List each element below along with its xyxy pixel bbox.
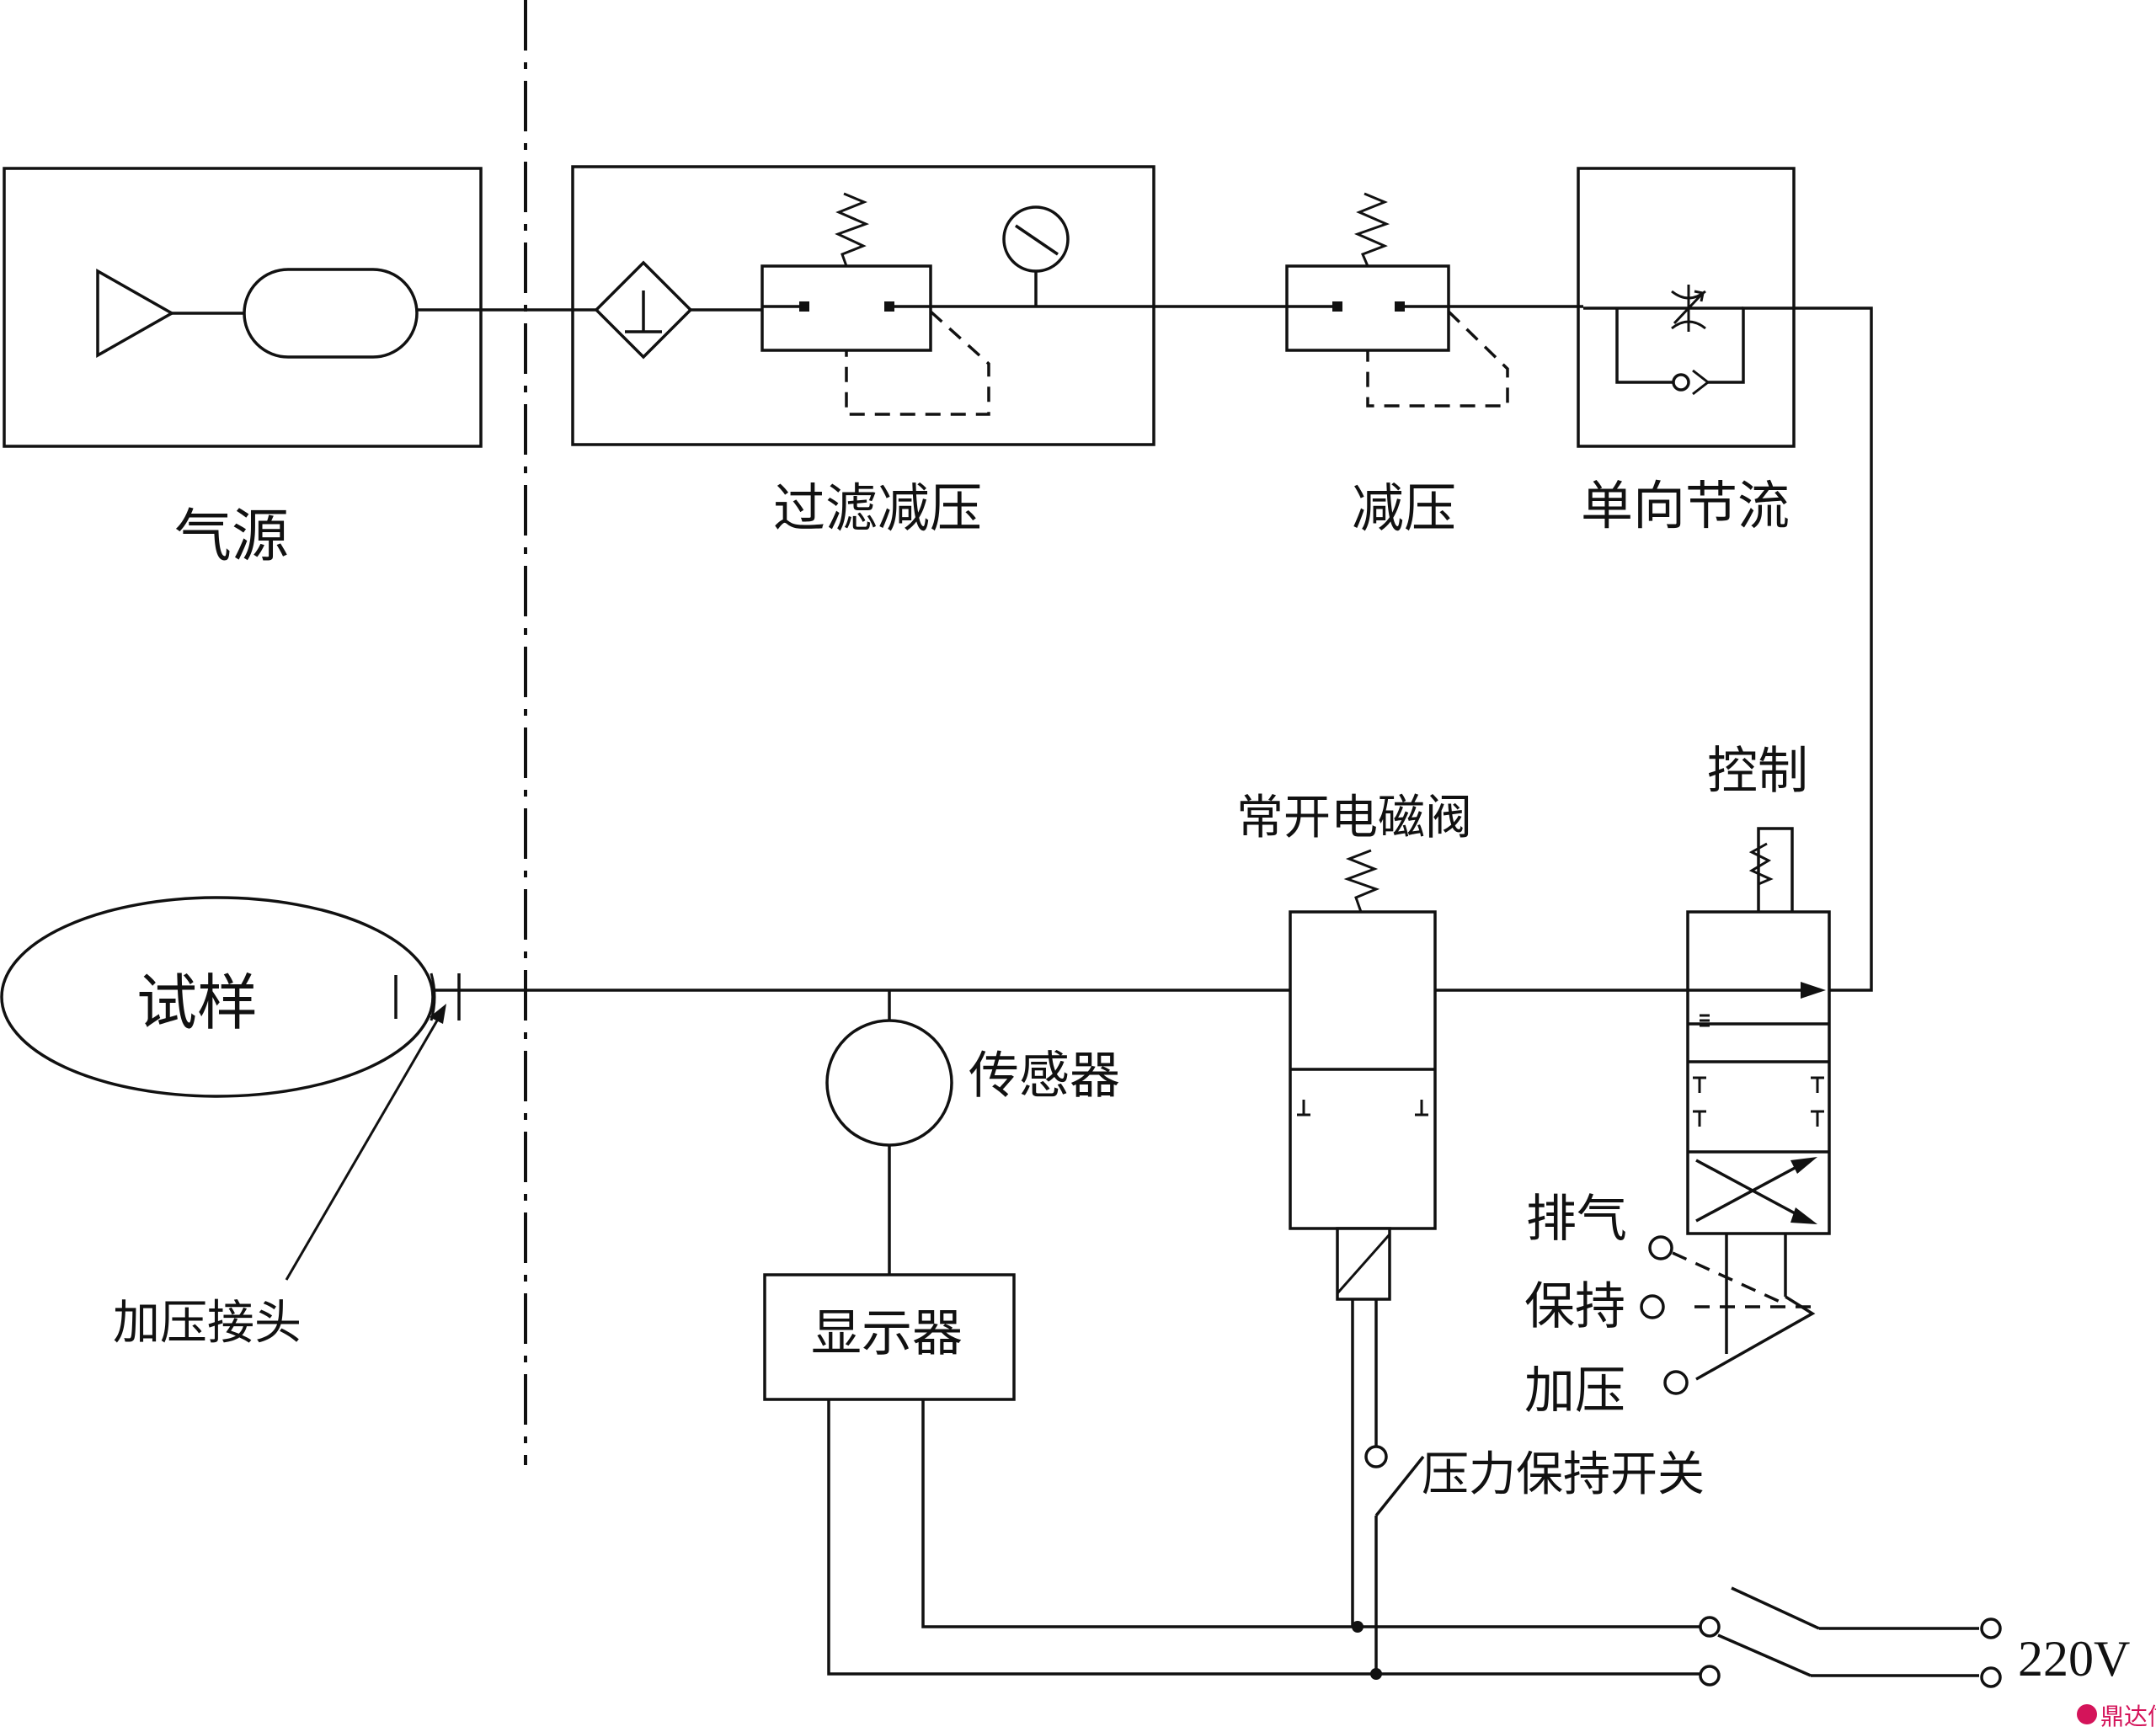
air-source-frame <box>3 167 483 448</box>
exhaust-terminal[interactable] <box>1648 1235 1673 1260</box>
check-valve-ball <box>1672 373 1690 392</box>
control-valve-body <box>1686 910 1831 1235</box>
pressurize-terminal[interactable] <box>1663 1370 1689 1395</box>
regulator-1-body <box>760 264 932 352</box>
display-box <box>763 1273 1016 1401</box>
pressure-hold-switch-label: 压力保持开关 <box>1422 1447 1705 1502</box>
sensor-label: 传感器 <box>969 1047 1120 1106</box>
regulator-2-body <box>1285 264 1450 352</box>
regulator-2-spring <box>1353 192 1390 267</box>
main-switch-terminal-bottom-left[interactable] <box>1699 1665 1721 1687</box>
hold-label: 保持 <box>1524 1277 1625 1336</box>
main-switch-blade-top[interactable] <box>1731 1586 1820 1630</box>
check-throttle-group <box>1577 167 1873 992</box>
pressurize-label: 加压 <box>1524 1362 1625 1420</box>
exhaust-label: 排气 <box>1526 1190 1627 1249</box>
regulator-label: 减压 <box>1352 477 1456 539</box>
filter-regulator-label: 过滤减压 <box>773 477 982 539</box>
voltage-label: 220V <box>2018 1631 2130 1687</box>
air-tank-symbol <box>243 268 419 359</box>
watermark-logo: 鼎达信 <box>2077 1703 2156 1730</box>
sensor-symbol <box>825 1019 953 1147</box>
solenoid-valve-group <box>1289 849 1437 1627</box>
control-valve-group <box>1686 827 1831 1381</box>
control-label: 控制 <box>1707 742 1808 801</box>
pressure-hold-switch-terminal[interactable] <box>1364 1445 1388 1468</box>
regulator-group <box>1285 192 1583 408</box>
main-switch-terminal-top-left[interactable] <box>1699 1616 1721 1638</box>
solenoid-valve-spring <box>1343 849 1380 913</box>
compressor-symbol <box>96 268 175 359</box>
main-switch-blade-bottom[interactable] <box>1717 1633 1812 1677</box>
air-source-label: 气源 <box>174 504 289 570</box>
filter-regulator-group <box>571 165 1289 446</box>
pressure-hold-switch-blade[interactable] <box>1374 1455 1425 1517</box>
regulator-1-spring <box>835 192 870 267</box>
hold-terminal[interactable] <box>1640 1294 1665 1319</box>
control-valve-flow-arrow <box>1801 982 1826 999</box>
specimen-label: 试样 <box>136 967 258 1038</box>
control-valve-spring <box>1748 842 1774 886</box>
gauge-needle <box>1015 224 1059 256</box>
regulator-1-pilot-line <box>845 310 990 416</box>
watermark-text: 鼎达信 <box>2100 1703 2156 1730</box>
regulator-2-pilot-line <box>1366 310 1509 408</box>
power-terminal-bottom[interactable] <box>1980 1666 2002 1688</box>
air-source-group <box>3 167 598 448</box>
control-lever <box>1695 1295 1816 1381</box>
pressure-joint-label: 加压接头 <box>113 1296 302 1351</box>
solenoid-valve-label: 常开电磁阀 <box>1236 791 1472 845</box>
check-throttle-label: 单向节流 <box>1581 475 1790 536</box>
power-terminal-top[interactable] <box>1980 1617 2002 1639</box>
specimen-ellipse <box>0 896 435 1098</box>
display-label: 显示器 <box>811 1304 963 1363</box>
